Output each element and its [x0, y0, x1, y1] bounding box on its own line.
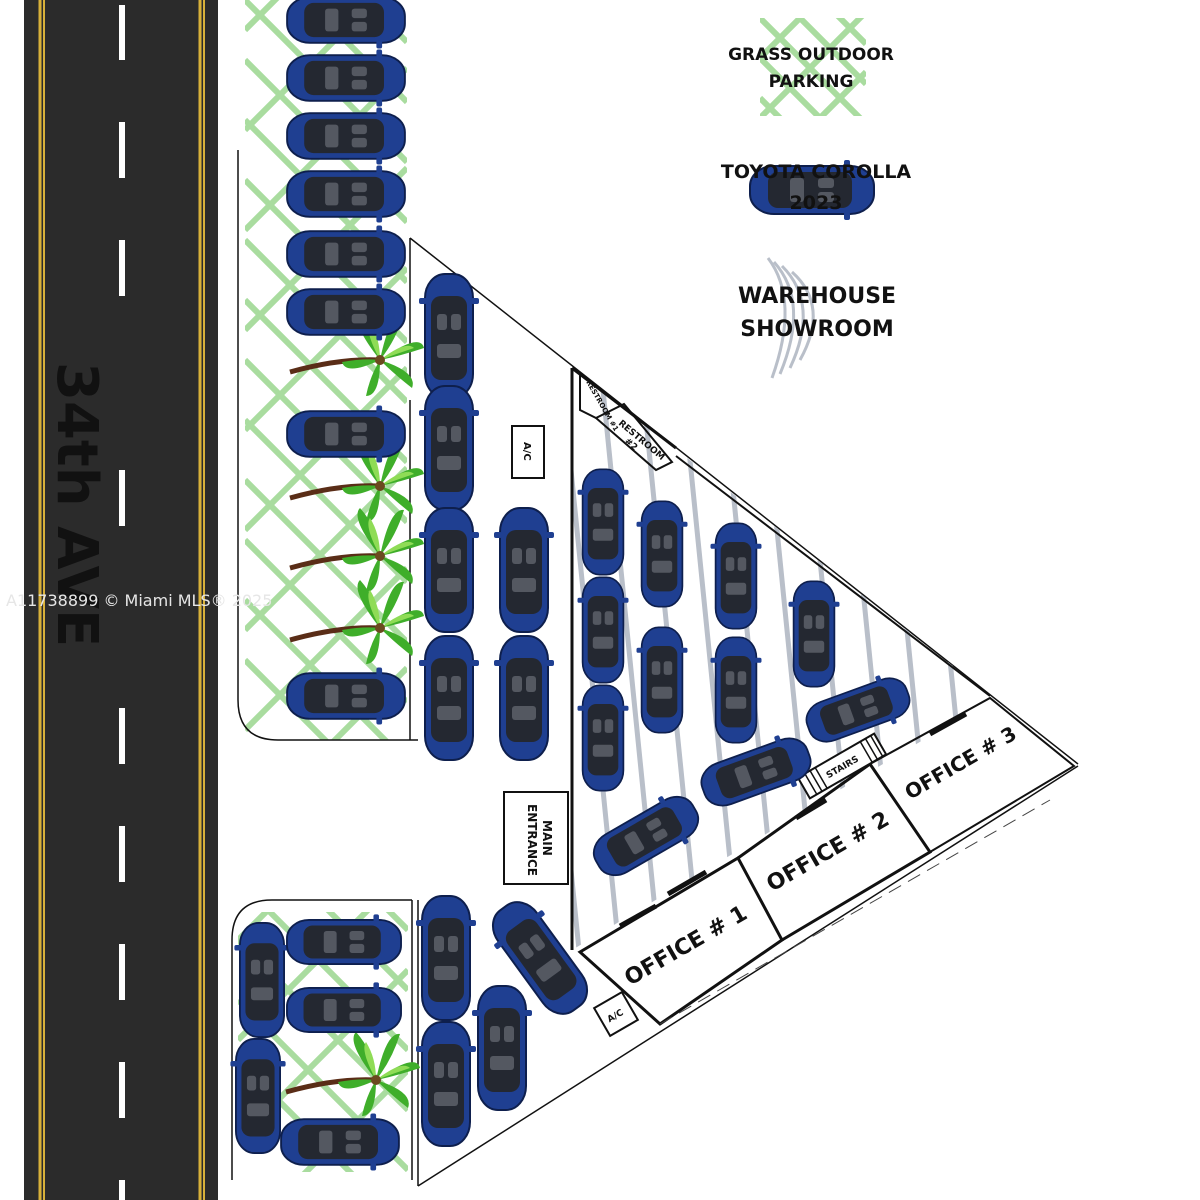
- car-icon: [576, 576, 630, 684]
- car-icon: [286, 666, 406, 726]
- legend-showroom-swatch: [766, 257, 815, 379]
- cars-grass-bottom: [229, 889, 602, 1172]
- restrooms: RESTROOM #1 RESTROOM #2: [579, 372, 674, 472]
- car-icon: [286, 0, 406, 50]
- offices: OFFICE # 1 OFFICE # 2 OFFICE # 3: [577, 696, 1076, 1026]
- car-icon: [635, 626, 689, 734]
- car-icon: [415, 1021, 477, 1147]
- car-icon: [493, 635, 555, 761]
- legend-car-label-line1: TOYOTA COROLLA: [721, 161, 912, 183]
- warehouse-outline: [409, 237, 1079, 1187]
- car-icon: [418, 507, 480, 633]
- car-icon: [286, 164, 406, 224]
- watermark: A11738899 © Miami MLS® 2025: [6, 591, 272, 610]
- car-icon: [286, 404, 406, 464]
- car-icon: [576, 684, 630, 792]
- car-icon: [286, 913, 402, 971]
- legend-grass-swatch: [760, 18, 866, 116]
- car-icon: [787, 580, 841, 688]
- car-icon: [286, 282, 406, 342]
- legend: GRASS OUTDOOR PARKING TOYOTA COROLLA 202…: [721, 18, 912, 379]
- car-icon: [286, 106, 406, 166]
- ac-unit-bottom: A/C: [592, 990, 640, 1038]
- legend-warehouse-label-line2: SHOWROOM: [740, 317, 893, 342]
- car-icon: [709, 636, 763, 744]
- car-icon: [229, 1038, 287, 1154]
- car-icon: [418, 385, 480, 511]
- car-icon: [709, 522, 763, 630]
- car-icon: [493, 507, 555, 633]
- car-icon: [415, 895, 477, 1021]
- main-entrance-line1: MAIN: [540, 820, 554, 856]
- legend-grass-label-line1: GRASS OUTDOOR: [728, 45, 894, 65]
- car-icon: [471, 985, 533, 1111]
- cars-front-lot: [418, 273, 555, 761]
- car-icon: [280, 1112, 400, 1172]
- car-icon: [286, 48, 406, 108]
- car-icon: [418, 273, 480, 399]
- main-entrance-line2: ENTRANCE: [525, 804, 539, 876]
- legend-warehouse-label-line1: WAREHOUSE: [738, 284, 896, 309]
- restroom-1-label: RESTROOM #1: [584, 379, 620, 433]
- ac-unit-top: A/C: [511, 425, 545, 479]
- legend-grass-label-line2: PARKING: [769, 72, 854, 92]
- car-icon: [635, 500, 689, 608]
- car-icon: [418, 635, 480, 761]
- ac-top-label: A/C: [521, 442, 532, 461]
- car-icon: [286, 981, 402, 1039]
- car-icon: [233, 922, 291, 1038]
- car-icon: [286, 224, 406, 284]
- car-icon: [576, 468, 630, 576]
- legend-car-label-line2: 2023: [790, 192, 843, 214]
- main-entrance: MAIN ENTRANCE: [503, 791, 569, 885]
- street: 34th AVE: [24, 0, 218, 1200]
- street-name: 34th AVE: [44, 362, 109, 647]
